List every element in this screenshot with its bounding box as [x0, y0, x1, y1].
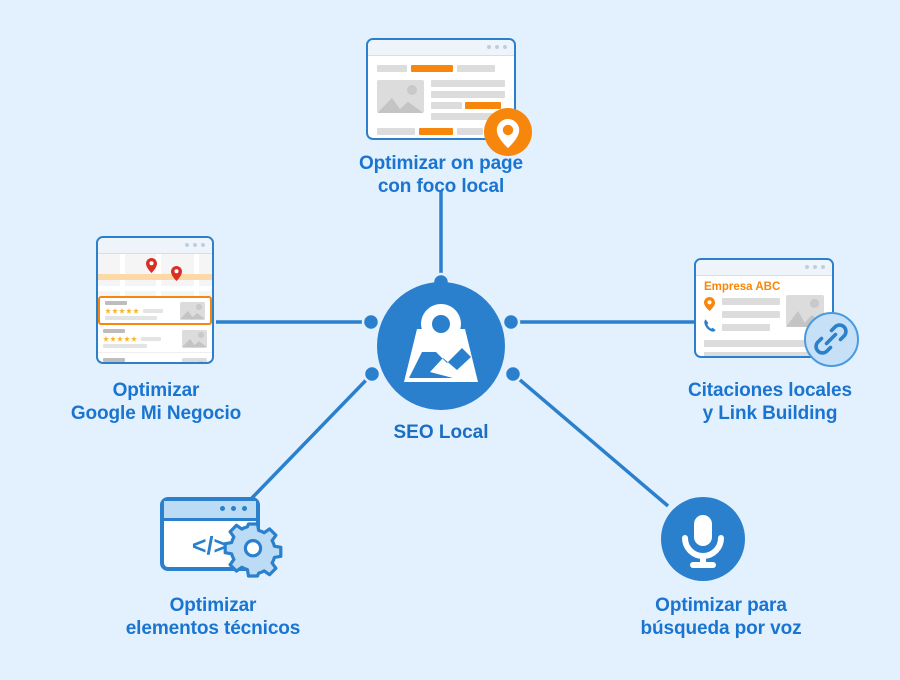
list-item[interactable] — [98, 353, 212, 362]
card-titlebar — [368, 40, 514, 56]
gear-icon — [223, 522, 283, 578]
webpage-layout-icon — [366, 38, 516, 140]
link-badge — [804, 312, 859, 367]
window-dots-icon — [185, 243, 205, 247]
microphone-icon — [682, 515, 724, 568]
map-pin-icon — [146, 258, 157, 273]
node-label-technical: Optimizar elementos técnicos — [125, 595, 301, 640]
location-pin-icon — [496, 119, 520, 148]
list-item[interactable] — [98, 325, 212, 353]
link-chain-icon — [814, 323, 848, 355]
map-listings-icon — [96, 236, 214, 364]
image-placeholder-icon — [180, 301, 205, 320]
image-placeholder-icon — [377, 80, 424, 113]
card-titlebar — [98, 238, 212, 254]
window-dots-icon — [805, 265, 825, 269]
hub-seo-local[interactable] — [377, 282, 505, 410]
mini-map — [98, 254, 212, 296]
location-pin-badge — [484, 108, 532, 156]
card-titlebar — [164, 501, 256, 521]
star-rating — [103, 335, 178, 342]
map-with-pin-icon — [404, 304, 478, 382]
location-pin-icon — [704, 297, 715, 311]
image-placeholder-icon — [182, 358, 207, 362]
list-item[interactable] — [98, 296, 212, 325]
node-label-voice-search: Optimizar para búsqueda por voz — [640, 595, 802, 640]
window-dots-icon — [487, 45, 507, 49]
image-placeholder-icon — [182, 329, 207, 348]
voice-search-badge[interactable] — [661, 497, 745, 581]
star-rating — [105, 307, 176, 314]
node-label-citations: Citaciones locales y Link Building — [688, 380, 852, 425]
card-titlebar — [696, 260, 832, 276]
business-name: Empresa ABC — [704, 281, 781, 293]
node-label-on-page: Optimizar on page con foco local — [358, 153, 524, 198]
node-label-google-my-business: Optimizar Google Mi Negocio — [70, 380, 242, 425]
hub-label: SEO Local — [393, 422, 489, 443]
phone-icon — [704, 319, 716, 332]
code-symbol: </> — [191, 532, 229, 560]
map-pin-icon — [171, 266, 182, 281]
